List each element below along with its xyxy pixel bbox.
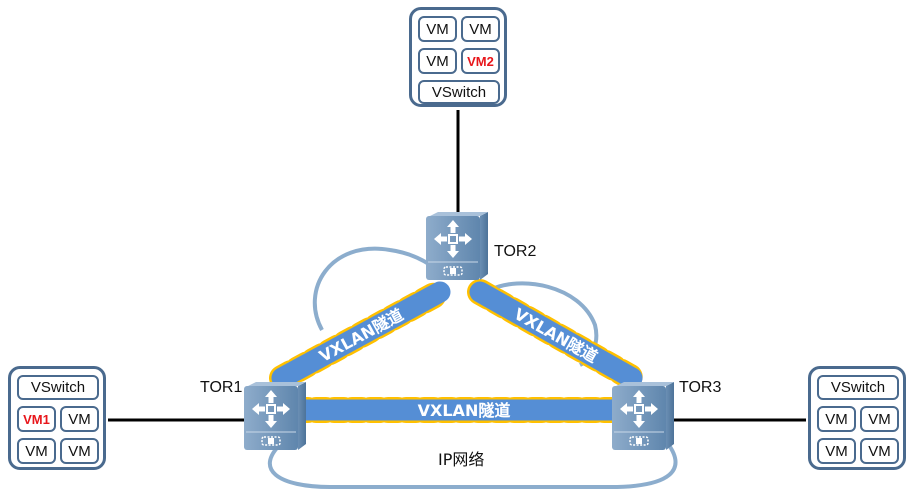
- host-top: VM VM VM VM2 VSwitch: [409, 7, 507, 107]
- tunnel-tor1-tor2[interactable]: [269, 279, 453, 391]
- tor3-label: TOR3: [679, 379, 721, 396]
- ip-network-label: IP网络: [438, 450, 484, 469]
- vm-right-2[interactable]: VM: [860, 406, 899, 432]
- vswitch-right[interactable]: VSwitch: [817, 375, 899, 400]
- tunnel-tor1-tor3-label: VXLAN隧道: [418, 401, 511, 420]
- vswitch-top[interactable]: VSwitch: [418, 80, 500, 104]
- vm1[interactable]: VM1: [17, 406, 56, 432]
- switch-tor2[interactable]: [425, 211, 489, 281]
- vm-left-2[interactable]: VM: [60, 406, 99, 432]
- host-right: VSwitch VM VM VM VM: [808, 366, 906, 470]
- vm-right-1[interactable]: VM: [817, 406, 856, 432]
- vm-top-2[interactable]: VM: [461, 16, 500, 42]
- switch-tor3[interactable]: [611, 381, 675, 451]
- tunnel-body: [469, 281, 643, 389]
- tor1-label: TOR1: [200, 379, 242, 396]
- vm-top-1[interactable]: VM: [418, 16, 457, 42]
- host-links: [108, 110, 806, 422]
- vm-right-3[interactable]: VM: [817, 438, 856, 464]
- vm-top-3[interactable]: VM: [418, 48, 457, 74]
- tor2-label: TOR2: [494, 243, 536, 260]
- vm-left-4[interactable]: VM: [60, 438, 99, 464]
- vm2[interactable]: VM2: [461, 48, 500, 74]
- vm-right-4[interactable]: VM: [860, 438, 899, 464]
- switch-tor1[interactable]: [243, 381, 307, 451]
- tunnel-tor2-tor3[interactable]: [467, 279, 645, 391]
- tunnel-body: [271, 281, 451, 389]
- vswitch-left[interactable]: VSwitch: [17, 375, 99, 400]
- tunnel-tor1-tor2-label: VXLAN隧道: [316, 305, 407, 366]
- vm-left-3[interactable]: VM: [17, 438, 56, 464]
- host-left: VSwitch VM1 VM VM VM: [8, 366, 106, 470]
